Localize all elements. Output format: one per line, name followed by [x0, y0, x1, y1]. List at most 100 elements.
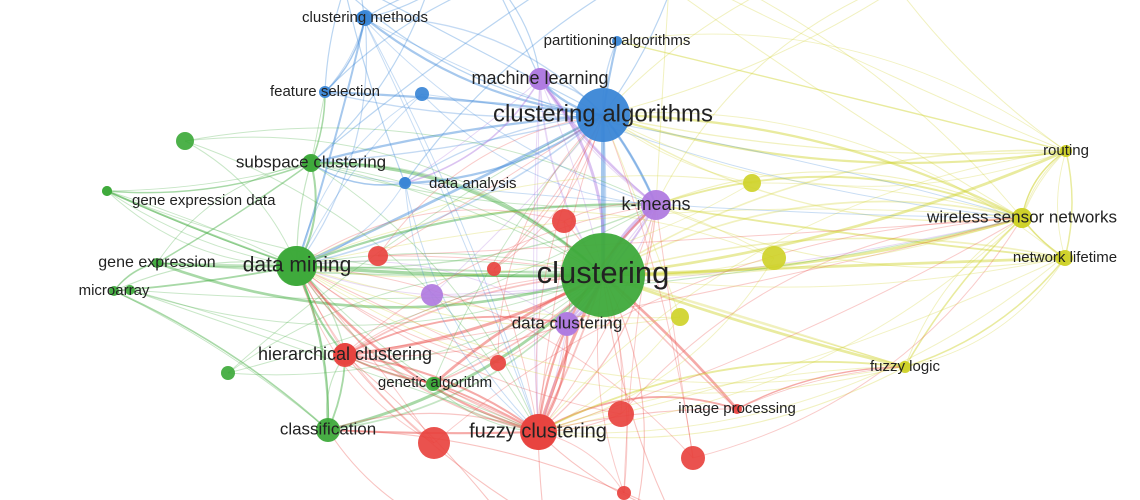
node-clustering-methods[interactable] — [357, 10, 373, 26]
label-subspace-clustering[interactable]: subspace clustering — [236, 152, 386, 171]
link-data-mining-k-means-alt — [296, 204, 657, 269]
link-hierarchical-clustering-fuzzy-clustering-alt — [344, 354, 539, 433]
node-fuzzy-logic[interactable] — [899, 361, 911, 373]
link-gene-expression-data-subspace-clustering — [106, 162, 312, 194]
node-dot-blue-5[interactable] — [415, 87, 429, 101]
node-data-analysis[interactable] — [399, 177, 411, 189]
link-gene-expression-subspace-clustering-alt — [156, 162, 312, 264]
link-extra-6-1 — [404, 181, 539, 433]
node-dot-red-8[interactable] — [552, 209, 576, 233]
node-dot-red-13[interactable] — [418, 427, 450, 459]
node-classification[interactable] — [316, 418, 340, 442]
link-extra-15-2 — [692, 217, 1023, 459]
link-clustering-algorithms-routing-alt — [602, 114, 1067, 155]
node-network-lifetime[interactable] — [1057, 250, 1073, 266]
link-clustering-subspace-clustering-alt — [310, 161, 604, 276]
label-machine-learning[interactable]: machine learning — [471, 68, 608, 88]
link-extra-4-2 — [129, 289, 539, 433]
label-fuzzy-clustering[interactable]: fuzzy clustering — [469, 420, 607, 442]
link-data-mining-classification-alt — [296, 265, 330, 431]
node-wireless-sensor-networks[interactable] — [1012, 208, 1032, 228]
node-dot-red-10[interactable] — [487, 262, 501, 276]
link-extra-18-0 — [431, 114, 604, 296]
label-gene-expression-data[interactable]: gene expression data — [132, 192, 276, 209]
link-extra-15-3 — [296, 265, 694, 459]
label-network-lifetime[interactable]: network lifetime — [1013, 249, 1117, 266]
label-partitioning-algorithms[interactable]: partitioning algorithms — [544, 32, 691, 49]
link-extra-7-0 — [362, 17, 539, 433]
link-fuzzy-logic-fuzzy-clustering — [537, 360, 906, 433]
node-dot-yellow-21[interactable] — [743, 174, 761, 192]
node-feature-selection[interactable] — [319, 86, 331, 98]
link-clustering-routing-alt — [602, 149, 1067, 276]
node-partitioning-algorithms[interactable] — [612, 36, 622, 46]
node-microarray[interactable] — [109, 286, 119, 296]
node-dot-red-15[interactable] — [681, 446, 705, 470]
label-wireless-sensor-networks[interactable]: wireless sensor networks — [926, 207, 1117, 226]
node-dot-green-0[interactable] — [176, 132, 194, 150]
node-hierarchical-clustering[interactable] — [333, 343, 357, 367]
label-clustering-algorithms[interactable]: clustering algorithms — [493, 100, 713, 127]
link-extra-17-3 — [538, 204, 657, 433]
link-extra-21-2 — [751, 182, 1023, 219]
label-data-clustering[interactable]: data clustering — [512, 313, 623, 332]
link-data-clustering-hierarchical-clustering-alt — [344, 323, 568, 357]
label-genetic-algorithm[interactable]: genetic algorithm — [378, 374, 492, 391]
node-dot-purple-18[interactable] — [421, 284, 443, 306]
link-offcanvas-13 — [364, 0, 400, 19]
link-clustering-algorithms-wireless-sensor-networks — [602, 113, 1023, 220]
node-dot-red-16[interactable] — [617, 486, 631, 500]
node-subspace-clustering[interactable] — [302, 154, 320, 172]
node-dot-red-14[interactable] — [608, 401, 634, 427]
node-fuzzy-clustering[interactable] — [520, 414, 556, 450]
node-dot-red-9[interactable] — [368, 246, 388, 266]
link-offcanvas-12 — [381, 0, 604, 116]
link-network-lifetime-fuzzy-logic-alt — [904, 257, 1066, 368]
link-extra-22-1 — [296, 210, 775, 267]
link-fuzzy-clustering-image-processing-alt — [537, 408, 738, 433]
link-extra-11-0 — [344, 204, 657, 355]
label-routing[interactable]: routing — [1043, 142, 1089, 159]
link-machine-learning-k-means-alt — [539, 78, 657, 206]
label-gene-expression[interactable]: gene expression — [98, 254, 215, 271]
node-data-mining[interactable] — [277, 246, 317, 286]
node-gene-expression-data[interactable] — [102, 186, 112, 196]
link-clustering-algorithms-routing — [602, 113, 1067, 165]
label-image-processing[interactable]: image processing — [678, 400, 796, 417]
label-data-mining[interactable]: data mining — [243, 254, 352, 277]
label-data-analysis[interactable]: data analysis — [429, 175, 517, 192]
node-gene-expression[interactable] — [152, 258, 162, 268]
link-offcanvas-y-5 — [687, 0, 1023, 219]
label-microarray[interactable]: microarray — [79, 282, 150, 299]
link-layer — [106, 0, 1073, 500]
link-offcanvas-11 — [509, 0, 541, 80]
link-data-analysis-subspace-clustering — [310, 162, 406, 186]
node-k-means[interactable] — [641, 190, 671, 220]
link-clustering-gene-expression-alt — [156, 262, 604, 278]
link-offcanvas-3 — [346, 0, 406, 184]
node-dot-yellow-23[interactable] — [671, 308, 689, 326]
label-clustering[interactable]: clustering — [537, 255, 670, 290]
node-clustering-algorithms[interactable] — [576, 88, 630, 142]
node-genetic-algorithm[interactable] — [429, 377, 441, 389]
node-dot-green-4[interactable] — [125, 285, 135, 295]
node-image-processing[interactable] — [732, 404, 742, 414]
label-hierarchical-clustering[interactable]: hierarchical clustering — [258, 344, 432, 364]
label-k-means[interactable]: k-means — [621, 194, 690, 214]
link-extra-29-2 — [295, 265, 539, 433]
label-classification[interactable]: classification — [280, 419, 376, 438]
node-data-clustering[interactable] — [555, 312, 579, 336]
node-machine-learning[interactable] — [529, 68, 551, 90]
node-routing[interactable] — [1060, 145, 1072, 157]
label-clustering-methods[interactable]: clustering methods — [302, 9, 428, 26]
label-feature-selection[interactable]: feature selection — [270, 83, 380, 100]
node-dot-yellow-22[interactable] — [762, 246, 786, 270]
link-extra-23-0 — [296, 265, 681, 328]
link-microarray-classification — [113, 290, 329, 431]
node-clustering[interactable] — [561, 233, 645, 317]
link-extra-3-2 — [296, 265, 434, 385]
node-dot-green-2[interactable] — [221, 366, 235, 380]
label-fuzzy-logic[interactable]: fuzzy logic — [870, 358, 941, 375]
node-dot-red-12[interactable] — [490, 355, 506, 371]
link-extra-2-1 — [227, 114, 604, 374]
